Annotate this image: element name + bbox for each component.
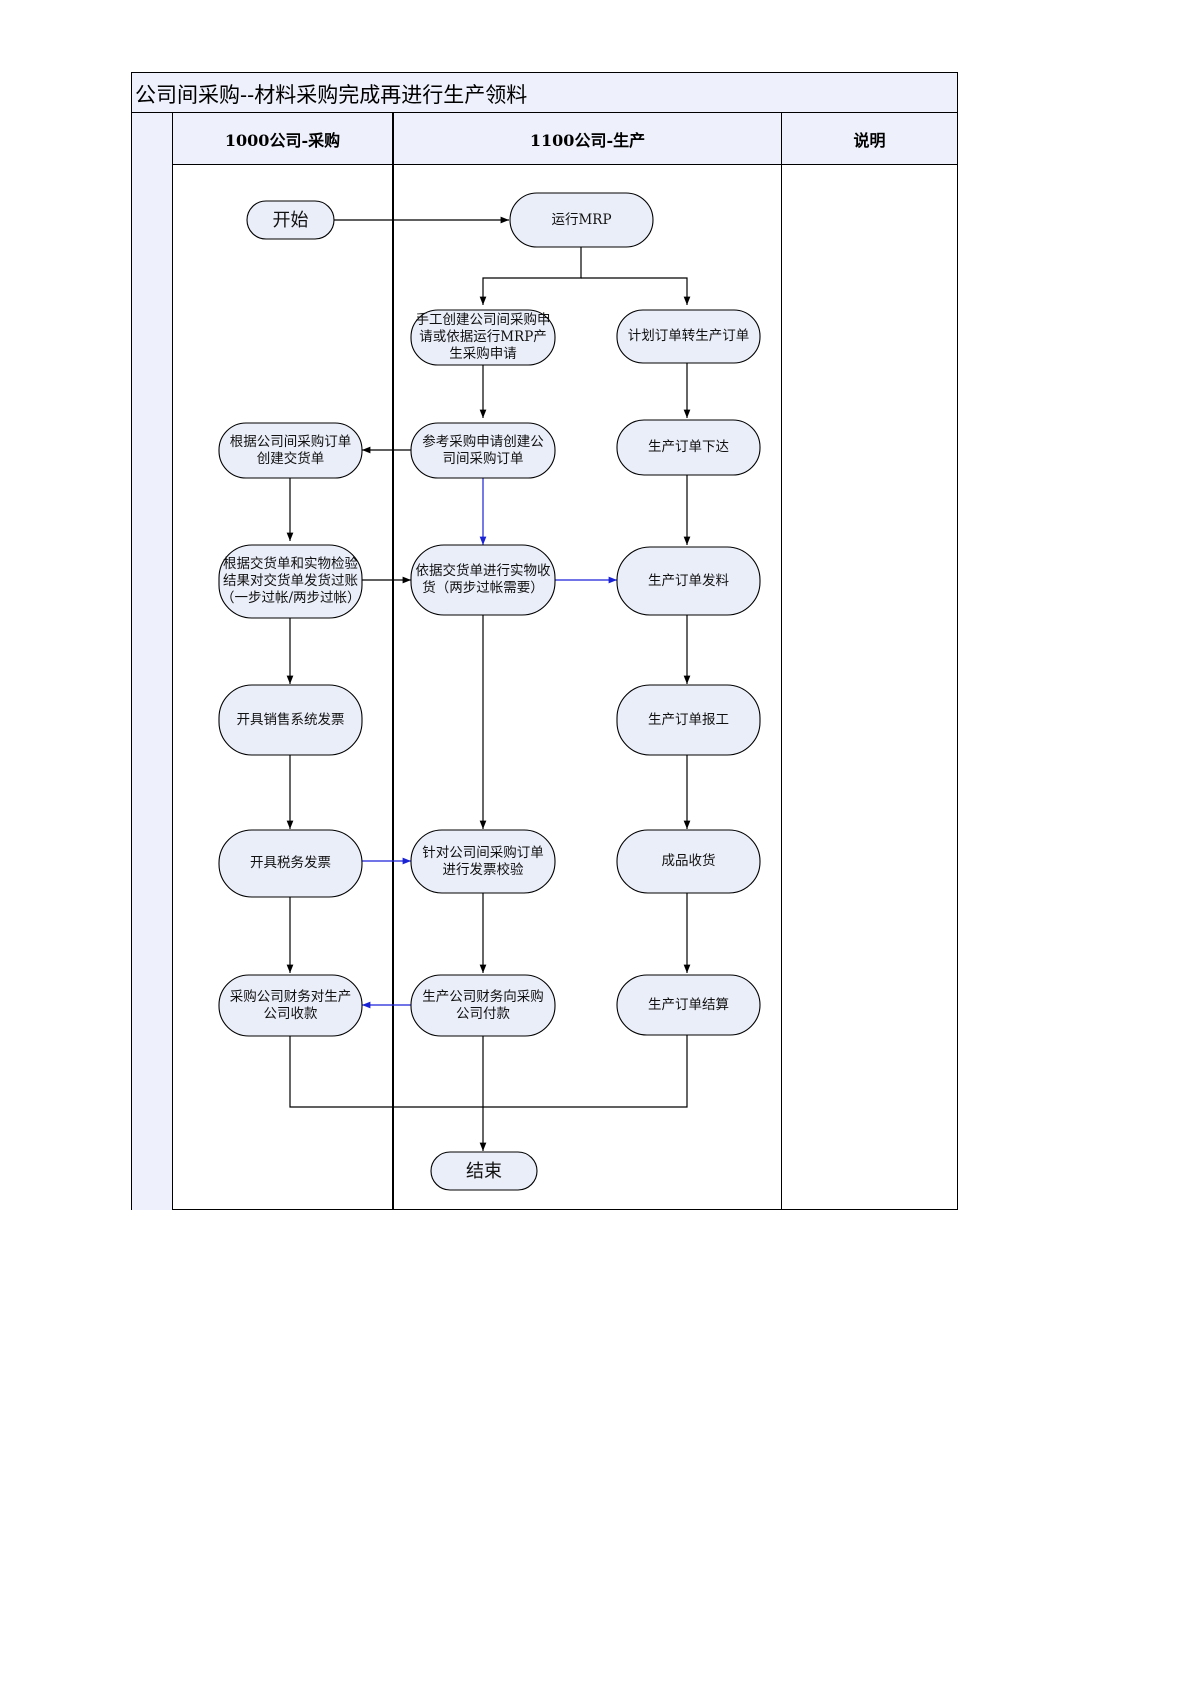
node-goods-receipt bbox=[411, 545, 555, 615]
node-run-mrp bbox=[510, 193, 653, 247]
node-prod-order-confirm bbox=[617, 685, 760, 755]
node-invoice-verification bbox=[411, 830, 555, 893]
node-create-delivery bbox=[219, 423, 362, 478]
edge-collect-to-end bbox=[290, 1036, 483, 1107]
node-prod-order-settle bbox=[617, 975, 760, 1035]
node-planned-to-prod-order bbox=[617, 310, 760, 363]
node-sales-invoice bbox=[219, 685, 362, 755]
node-start bbox=[247, 201, 334, 239]
edge-settle-to-end bbox=[483, 1035, 687, 1107]
node-end bbox=[431, 1152, 537, 1190]
node-tax-invoice bbox=[219, 830, 362, 897]
node-finished-goods-receipt bbox=[617, 830, 760, 893]
node-create-po bbox=[411, 423, 555, 478]
edge-mrp-split bbox=[483, 247, 581, 305]
node-prod-order-issue bbox=[617, 547, 760, 615]
node-post-goods-issue bbox=[219, 545, 362, 618]
edge-mrp-to-planned bbox=[581, 278, 687, 305]
node-pay-vendor bbox=[411, 975, 555, 1036]
node-manual-create-pr bbox=[411, 310, 555, 365]
node-release-prod-order bbox=[617, 420, 760, 475]
node-collect-payment bbox=[219, 975, 362, 1036]
